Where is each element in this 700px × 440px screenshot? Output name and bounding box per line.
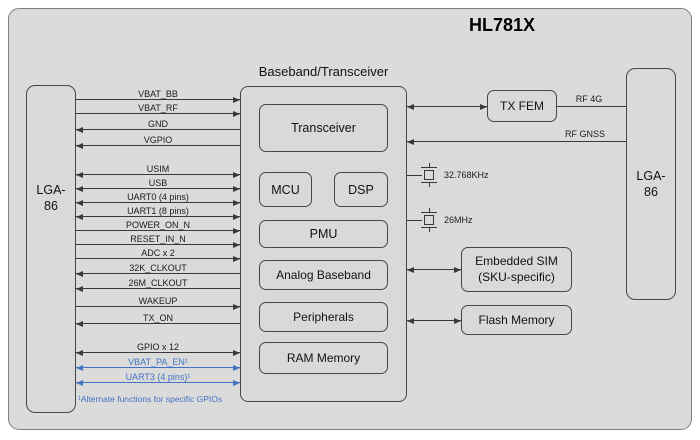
signal-vgpio: VGPIO xyxy=(76,136,240,149)
signal-adc-label: ADC x 2 xyxy=(141,248,175,258)
chip-title: HL781X xyxy=(468,15,536,35)
signal-power-on-n: POWER_ON_N xyxy=(76,221,240,234)
signal-vbat-bb-label: VBAT_BB xyxy=(138,89,178,99)
signal-usb-label: USB xyxy=(148,178,168,188)
signal-uart0: UART0 (4 pins) xyxy=(76,193,240,206)
baseband-title: Baseband/Transceiver xyxy=(258,64,389,79)
signal-vbat-pa-en-label: VBAT_PA_EN¹ xyxy=(128,357,188,367)
crystal-26mhz-link xyxy=(407,220,422,221)
rf-gnss-line xyxy=(407,139,626,145)
signal-gnd-label: GND xyxy=(148,119,168,129)
flash-memory-label: Flash Memory xyxy=(478,313,555,327)
signal-tx-on-label: TX_ON xyxy=(142,313,173,323)
tx-fem-label: TX FEM xyxy=(500,99,544,113)
signal-wakeup: WAKEUP xyxy=(76,297,240,310)
signal-26m-clkout-label: 26M_CLKOUT xyxy=(128,278,188,288)
signal-gnd: GND xyxy=(76,120,240,133)
flash-memory-block: Flash Memory xyxy=(461,305,572,335)
signal-uart3-label: UART3 (4 pins)¹ xyxy=(125,372,191,382)
signal-uart1-label: UART1 (8 pins) xyxy=(127,206,189,216)
crystal-26mhz-icon xyxy=(420,208,438,232)
peripherals-label: Peripherals xyxy=(293,310,354,324)
analog-baseband-block: Analog Baseband xyxy=(259,260,388,290)
embedded-sim-block: Embedded SIM (SKU-specific) xyxy=(461,247,572,292)
crystal-26mhz-label: 26MHz xyxy=(444,215,473,225)
mcu-block: MCU xyxy=(259,172,312,207)
signal-vgpio-label: VGPIO xyxy=(143,135,173,145)
embedded-sim-link-arrow xyxy=(407,267,461,273)
signal-wakeup-label: WAKEUP xyxy=(138,296,178,306)
transceiver-block: Transceiver xyxy=(259,104,388,152)
peripherals-block: Peripherals xyxy=(259,302,388,332)
transceiver-label: Transceiver xyxy=(291,121,356,135)
signal-usim: USIM xyxy=(76,165,240,178)
embedded-sim-label-line2: (SKU-specific) xyxy=(478,269,555,284)
dsp-label: DSP xyxy=(348,182,374,197)
rf-4g-label: RF 4G xyxy=(575,94,603,104)
signal-vbat-rf-label: VBAT_RF xyxy=(138,103,178,113)
signal-reset-in-n: RESET_IN_N xyxy=(76,235,240,248)
tx-fem-block: TX FEM xyxy=(487,90,557,122)
signal-uart3: UART3 (4 pins)¹ xyxy=(76,373,240,386)
analog-baseband-label: Analog Baseband xyxy=(276,268,371,282)
dsp-block: DSP xyxy=(334,172,388,207)
crystal-32khz-icon xyxy=(420,163,438,187)
signal-32k-clkout-label: 32K_CLKOUT xyxy=(129,263,187,273)
lga-left-label: LGA-86 xyxy=(36,182,66,213)
tx-fem-link-arrow xyxy=(407,104,487,110)
signal-usb: USB xyxy=(76,179,240,192)
crystal-32khz-link xyxy=(407,175,422,176)
signal-uart1: UART1 (8 pins) xyxy=(76,207,240,220)
signal-vbat-pa-en: VBAT_PA_EN¹ xyxy=(76,358,240,371)
embedded-sim-label-line1: Embedded SIM xyxy=(475,253,558,268)
signal-vbat-bb: VBAT_BB xyxy=(76,90,240,103)
signal-gpio: GPIO x 12 xyxy=(76,343,240,356)
mcu-label: MCU xyxy=(271,182,300,197)
signal-power-on-n-label: POWER_ON_N xyxy=(125,220,190,230)
signal-reset-in-n-label: RESET_IN_N xyxy=(130,234,186,244)
lga-left-connector: LGA-86 xyxy=(26,85,76,413)
flash-memory-link-arrow xyxy=(407,318,461,324)
crystal-32khz-label: 32.768KHz xyxy=(444,170,489,180)
pmu-block: PMU xyxy=(259,220,388,248)
signal-adc: ADC x 2 xyxy=(76,249,240,262)
pmu-label: PMU xyxy=(309,227,338,241)
lga-right-connector: LGA-86 xyxy=(626,68,676,300)
signal-tx-on: TX_ON xyxy=(76,314,240,327)
ram-memory-block: RAM Memory xyxy=(259,342,388,374)
lga-right-label: LGA-86 xyxy=(636,168,666,199)
rf-4g-line xyxy=(557,106,626,107)
rf-gnss-label: RF GNSS xyxy=(564,129,605,139)
signal-usim-label: USIM xyxy=(146,164,170,174)
signal-26m-clkout: 26M_CLKOUT xyxy=(76,279,240,292)
signal-vbat-rf: VBAT_RF xyxy=(76,104,240,117)
signal-uart0-label: UART0 (4 pins) xyxy=(127,192,189,202)
signal-gpio-label: GPIO x 12 xyxy=(136,342,180,352)
ram-memory-label: RAM Memory xyxy=(286,351,361,365)
footnote: ¹Alternate functions for specific GPIOs xyxy=(78,394,223,404)
signal-32k-clkout: 32K_CLKOUT xyxy=(76,264,240,277)
